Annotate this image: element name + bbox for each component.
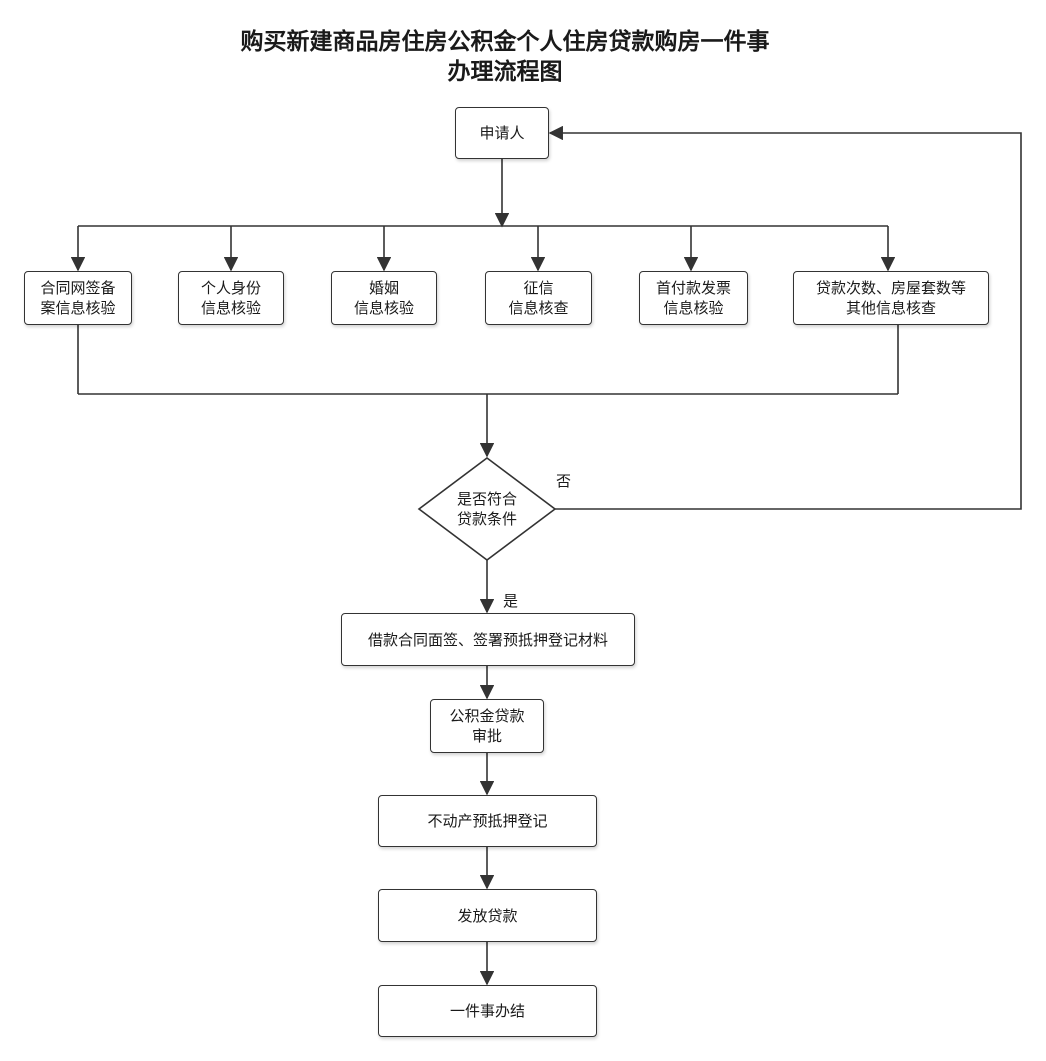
diagram-title-line2: 办理流程图 [447,59,563,85]
check-box-credit: 征信 信息核查 [485,271,592,325]
check-box-identity: 个人身份 信息核验 [178,271,284,325]
check-box-contract-filing: 合同网签备 案信息核验 [24,271,132,325]
decision-text: 是否符合 贷款条件 [456,490,517,528]
edge-label-yes: 是 [503,592,519,610]
sign-contract-box: 借款合同面签、签署预抵押登记材料 [341,613,635,666]
approval-box: 公积金贷款 审批 [430,699,544,753]
check-box-marriage: 婚姻 信息核验 [331,271,437,325]
applicant-box: 申请人 [455,107,549,159]
done-box: 一件事办结 [378,985,597,1037]
diagram-title-line1: 购买新建商品房住房公积金个人住房贷款购房一件事 [240,29,770,55]
disburse-box: 发放贷款 [378,889,597,942]
edge-label-no: 否 [556,472,572,490]
check-box-other-info: 贷款次数、房屋套数等 其他信息核查 [793,271,989,325]
edge-no-loop [548,125,1022,510]
check-box-downpayment-invoice: 首付款发票 信息核验 [639,271,748,325]
pre-mortgage-box: 不动产预抵押登记 [378,795,597,847]
